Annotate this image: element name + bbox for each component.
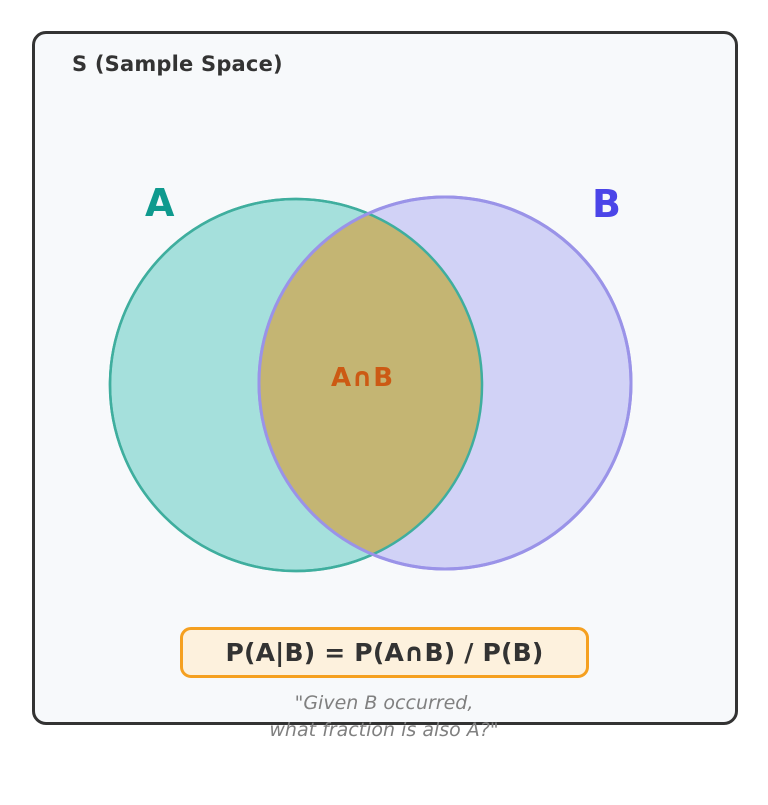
sample-space-label: S (Sample Space) [72,52,283,76]
set-a-label: A [145,181,175,225]
formula-callout-box: P(A|B) = P(A∩B) / P(B) [180,627,589,678]
set-a-outline [108,197,484,573]
formula-caption: "Given B occurred, what fraction is also… [269,692,499,741]
intersection-region [259,199,482,569]
set-b-outline [257,195,633,571]
set-b-label: B [592,182,621,226]
conditional-probability-formula: P(A|B) = P(A∩B) / P(B) [225,638,544,667]
intersection-label: A∩B [331,363,394,393]
